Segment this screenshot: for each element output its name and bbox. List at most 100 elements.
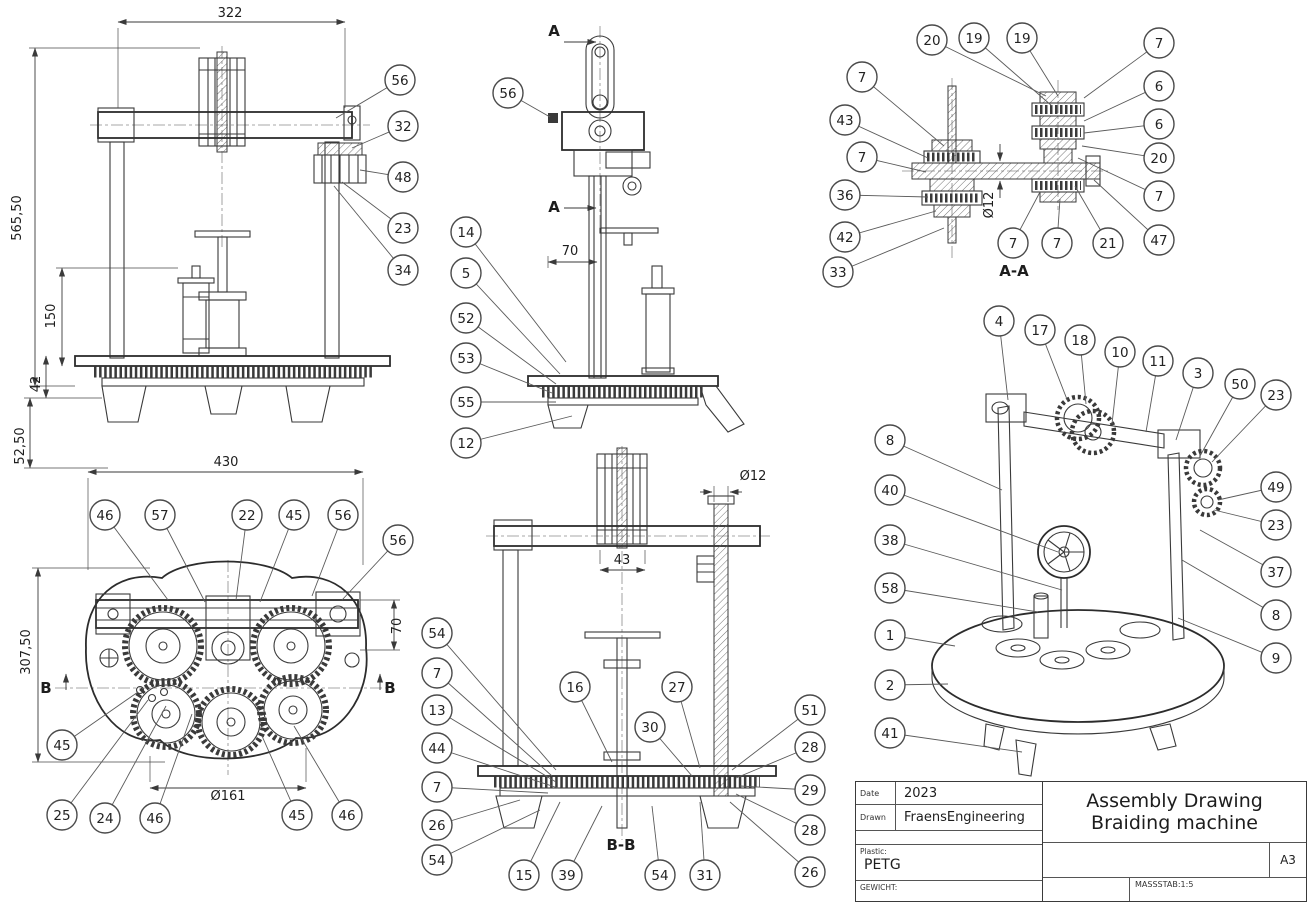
drawing-title-line1: Assembly Drawing <box>1086 789 1263 812</box>
balloon-section-bb-51: 51 <box>731 694 826 771</box>
annotations-layer: 5632482334322565,501504252,5056145525355… <box>10 6 1292 891</box>
label-plan-B: B <box>384 679 395 697</box>
svg-text:25: 25 <box>53 808 70 824</box>
svg-text:6: 6 <box>1155 79 1164 95</box>
svg-text:7: 7 <box>433 780 442 796</box>
dimension-section-bb-Ø12: Ø12 <box>740 469 767 484</box>
balloon-section-aa-20: 20 <box>916 24 1047 97</box>
balloon-section-bb-39: 39 <box>551 805 603 891</box>
svg-text:7: 7 <box>1053 236 1062 252</box>
balloon-section-aa-19: 19 <box>958 22 1053 107</box>
svg-text:20: 20 <box>923 33 940 49</box>
balloon-side-12: 12 <box>450 415 573 459</box>
svg-text:2: 2 <box>886 678 895 694</box>
svg-text:18: 18 <box>1071 333 1088 349</box>
balloon-isometric-2: 2 <box>874 669 949 701</box>
title-block-bottom-row: MASSSTAB:1:5 <box>1043 878 1306 901</box>
svg-text:10: 10 <box>1111 345 1128 361</box>
date-value: 2023 <box>904 785 938 801</box>
title-block: Date 2023 Drawn FraensEngineering Plasti… <box>855 781 1307 902</box>
sheet-size: A3 <box>1269 843 1306 877</box>
balloon-isometric-4: 4 <box>983 305 1015 401</box>
title-block-left: Date 2023 Drawn FraensEngineering Plasti… <box>856 782 1043 901</box>
svg-text:46: 46 <box>146 811 163 827</box>
balloon-isometric-3: 3 <box>1175 357 1214 441</box>
balloon-section-bb-29: 29 <box>739 774 826 806</box>
svg-text:3: 3 <box>1194 366 1203 382</box>
balloon-section-aa-7: 7 <box>846 61 945 147</box>
drawn-row: Drawn FraensEngineering <box>856 805 1042 831</box>
balloon-plan-46: 46 <box>293 725 363 831</box>
svg-text:23: 23 <box>1267 518 1284 534</box>
balloon-front-48: 48 <box>359 161 419 193</box>
svg-text:45: 45 <box>288 808 305 824</box>
balloon-isometric-8: 8 <box>874 424 1003 491</box>
balloon-side-52: 52 <box>450 302 557 385</box>
svg-text:23: 23 <box>394 221 411 237</box>
balloon-plan-45: 45 <box>261 735 313 831</box>
svg-text:43: 43 <box>836 113 853 129</box>
svg-text:33: 33 <box>829 265 846 281</box>
balloon-section-aa-7: 7 <box>1077 157 1175 212</box>
svg-text:8: 8 <box>886 433 895 449</box>
svg-text:36: 36 <box>836 188 853 204</box>
svg-text:40: 40 <box>881 483 898 499</box>
dimension-front-150: 150 <box>44 304 59 329</box>
svg-text:39: 39 <box>558 868 575 884</box>
balloon-side-5: 5 <box>450 257 561 375</box>
svg-text:47: 47 <box>1150 233 1167 249</box>
balloon-section-aa-7: 7 <box>997 191 1041 259</box>
material-value: PETG <box>864 857 901 873</box>
svg-text:56: 56 <box>334 508 351 524</box>
dimension-front-52,50: 52,50 <box>13 427 28 464</box>
svg-text:49: 49 <box>1267 480 1284 496</box>
balloon-section-aa-20: 20 <box>1081 142 1175 174</box>
svg-text:45: 45 <box>53 738 70 754</box>
material-label: Plastic: <box>860 847 887 856</box>
svg-text:56: 56 <box>499 86 516 102</box>
balloon-section-bb-31: 31 <box>689 801 721 891</box>
balloon-isometric-1: 1 <box>874 619 956 651</box>
front-view-art <box>24 18 391 469</box>
svg-text:7: 7 <box>433 666 442 682</box>
svg-text:34: 34 <box>394 263 411 279</box>
svg-text:4: 4 <box>995 314 1004 330</box>
dimension-plan-430: 430 <box>214 455 239 470</box>
balloon-section-bb-13: 13 <box>421 694 557 783</box>
balloon-isometric-18: 18 <box>1064 324 1096 405</box>
svg-text:19: 19 <box>1013 31 1030 47</box>
material-cell: Plastic: PETG <box>856 845 1042 881</box>
balloon-section-bb-16: 16 <box>559 671 613 763</box>
balloon-section-aa-43: 43 <box>829 104 929 159</box>
balloon-plan-56: 56 <box>341 524 414 601</box>
balloon-section-aa-6: 6 <box>1083 70 1175 122</box>
svg-text:23: 23 <box>1267 388 1284 404</box>
balloon-plan-46: 46 <box>89 499 169 601</box>
balloon-isometric-41: 41 <box>874 717 1023 753</box>
svg-text:55: 55 <box>457 395 474 411</box>
svg-text:19: 19 <box>965 31 982 47</box>
balloon-section-bb-26: 26 <box>729 801 826 888</box>
balloon-plan-45: 45 <box>46 691 139 761</box>
balloon-section-bb-27: 27 <box>661 671 701 769</box>
svg-text:14: 14 <box>457 225 474 241</box>
svg-text:7: 7 <box>1009 236 1018 252</box>
dimension-plan-70: 70 <box>390 618 405 635</box>
balloon-section-aa-7: 7 <box>846 141 927 173</box>
balloon-plan-22: 22 <box>231 499 263 601</box>
svg-text:15: 15 <box>515 868 532 884</box>
balloon-section-aa-36: 36 <box>829 179 929 211</box>
balloon-isometric-9: 9 <box>1177 617 1292 674</box>
dimension-plan-Ø161: Ø161 <box>210 789 245 804</box>
svg-text:41: 41 <box>881 726 898 742</box>
balloon-section-aa-33: 33 <box>822 227 945 288</box>
dimension-plan-307,50: 307,50 <box>19 629 34 675</box>
scale-label: MASSSTAB:1:5 <box>1129 878 1193 901</box>
balloon-section-aa-47: 47 <box>1093 179 1175 256</box>
balloon-section-bb-28: 28 <box>735 731 826 779</box>
dimension-front-42: 42 <box>29 376 44 393</box>
weight-label: GEWICHT: <box>860 883 898 892</box>
balloon-section-bb-44: 44 <box>421 732 559 789</box>
balloon-plan-57: 57 <box>144 499 206 603</box>
